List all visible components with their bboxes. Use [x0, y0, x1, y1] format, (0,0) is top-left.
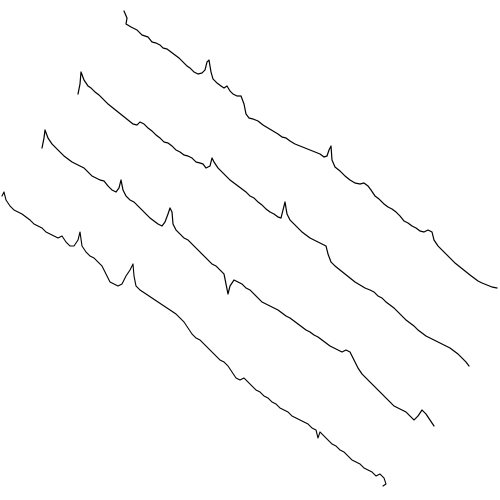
ecg-trace-3 [41, 129, 435, 427]
ecg-trace-4 [1, 191, 387, 487]
ecg-trace-1 [123, 10, 498, 289]
ecg-trace-2 [77, 71, 470, 367]
